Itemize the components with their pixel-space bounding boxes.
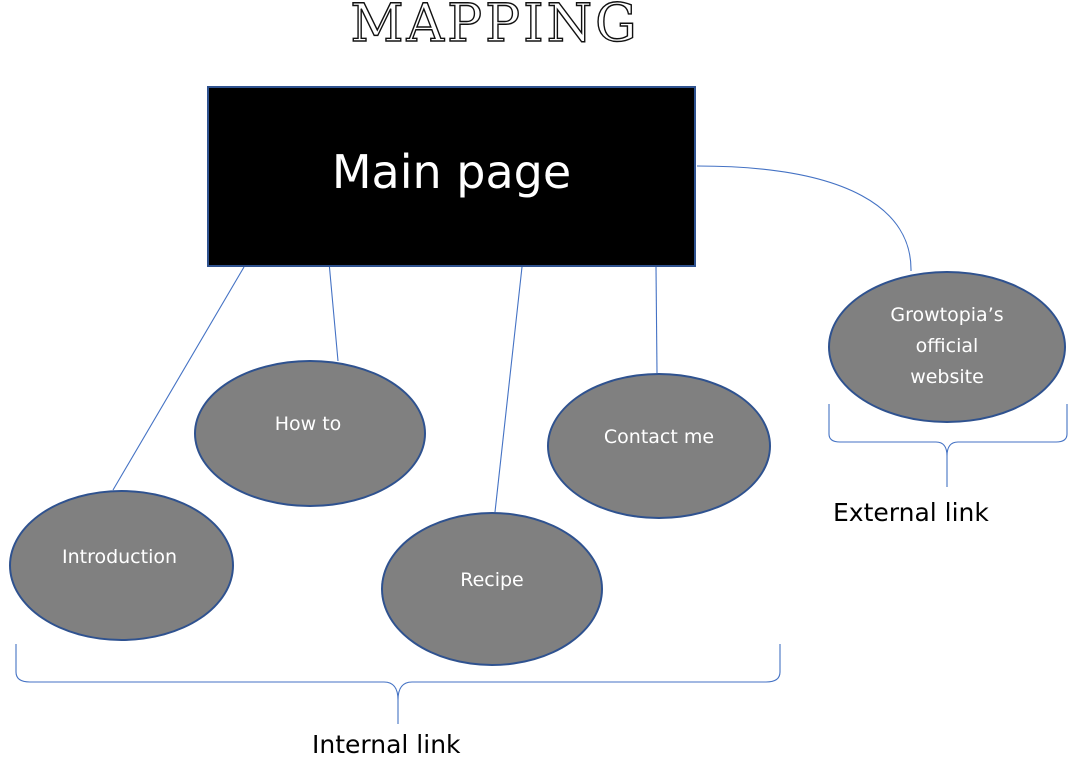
connector-contact-me — [655, 266, 658, 374]
node-contact-me: Contact me — [547, 373, 771, 519]
node-growtopia-website: Growtopia’s official website — [828, 271, 1066, 423]
node-contact-me-label: Contact me — [603, 425, 715, 448]
connector-growtopia — [696, 165, 912, 272]
internal-link-label: Internal link — [312, 730, 461, 759]
main-page-label: Main page — [331, 144, 572, 199]
node-introduction-label: Introduction — [61, 546, 178, 568]
external-link-label: External link — [833, 498, 989, 527]
node-growtopia-website-label: Growtopia’s official website — [890, 303, 1004, 388]
bracket-external — [828, 404, 1068, 487]
connector-how-to — [328, 261, 339, 362]
node-recipe-label: Recipe — [460, 568, 524, 591]
connector-recipe — [494, 266, 523, 513]
main-page-node: Main page — [207, 86, 696, 267]
node-recipe: Recipe — [381, 512, 603, 666]
page-title: MAPPING — [350, 0, 640, 55]
node-how-to: How to — [194, 360, 426, 507]
bracket-internal — [15, 644, 781, 724]
node-introduction: Introduction — [9, 490, 234, 641]
node-how-to-label: How to — [274, 413, 342, 435]
connector-introduction — [112, 266, 245, 491]
